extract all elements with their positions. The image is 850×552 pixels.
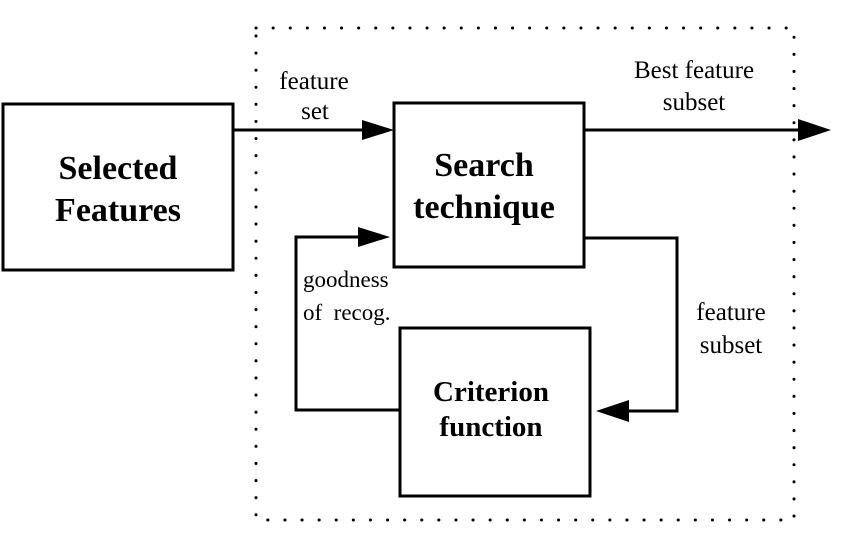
best-feature-subset-label-line1: Best feature (634, 57, 754, 84)
goodness-of-recog-label-line1: goodness (303, 267, 389, 292)
criterion-function-line1: Criterion (433, 376, 549, 408)
search-technique-line2: technique (413, 189, 555, 226)
selected-features-line1: Selected (59, 150, 178, 187)
feature-set-label-line2: set (301, 98, 329, 125)
feature-subset-arrow (584, 236, 679, 422)
criterion-function-line2: function (439, 411, 542, 443)
feature-set-label-line1: feature (279, 68, 348, 95)
best-feature-subset-arrow (584, 119, 831, 141)
search-technique-line1: Search (434, 147, 534, 184)
criterion-function-box: Criterion function (398, 326, 592, 498)
feature-subset-label-line2: subset (700, 332, 763, 359)
feature-set-arrow (233, 120, 394, 140)
search-technique-box: Search technique (392, 101, 586, 269)
process-boundary (254, 26, 796, 522)
selected-features-line2: Features (55, 192, 181, 229)
goodness-of-recognition-arrow (294, 227, 400, 412)
feature-subset-label-line1: feature (696, 299, 765, 326)
best-feature-subset-label-line2: subset (663, 89, 726, 116)
goodness-of-recog-label-line2: of recog. (303, 300, 391, 325)
selected-features-box: Selected Features (1, 102, 235, 272)
